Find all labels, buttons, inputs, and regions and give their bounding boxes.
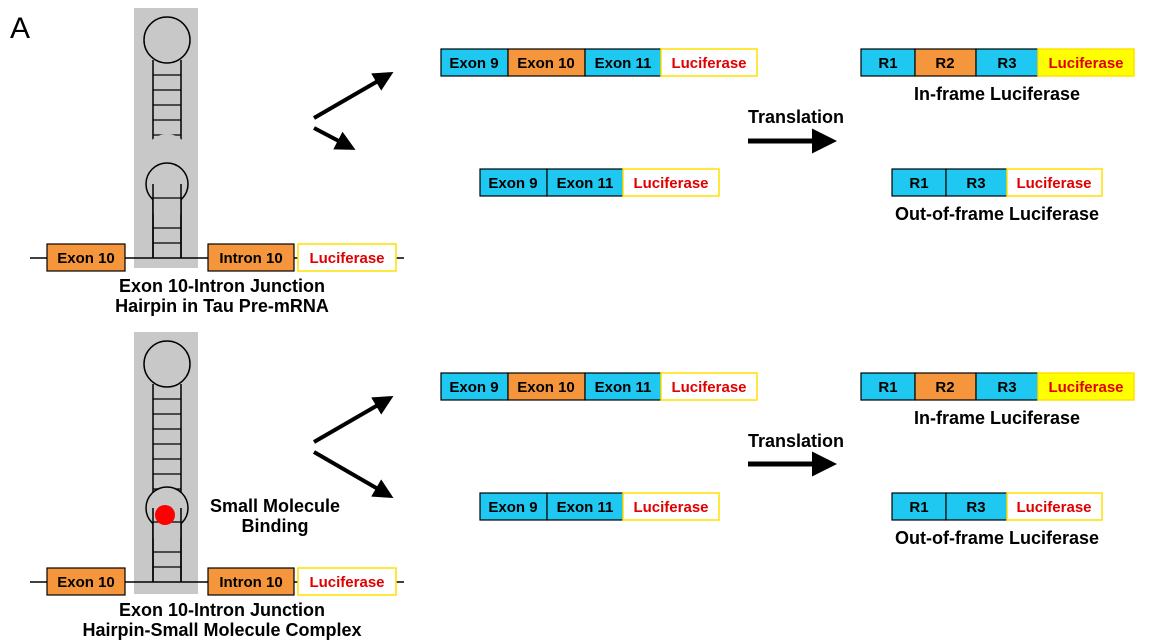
mrna-full-top: Exon 9 Exon 10 Exon 11 Luciferase (440, 48, 758, 77)
small-molecule (155, 505, 175, 525)
exon9-label: Exon 9 (488, 175, 537, 192)
r1-label: R1 (878, 55, 897, 72)
r1-label: R1 (909, 175, 928, 192)
luciferase-label: Luciferase (1048, 55, 1123, 72)
hairpin-caption-2: Hairpin-Small Molecule Complex (82, 620, 361, 640)
r3-label: R3 (997, 55, 1016, 72)
exon9-label: Exon 9 (449, 55, 498, 72)
r3-label: R3 (966, 499, 985, 516)
intron10-box (207, 243, 295, 272)
out-of-frame-caption: Out-of-frame Luciferase (895, 528, 1099, 548)
in-frame-caption: In-frame Luciferase (914, 408, 1080, 428)
out-of-frame-caption: Out-of-frame Luciferase (895, 204, 1099, 224)
hairpin-loop (143, 340, 191, 388)
protein-full-bottom: R1 R2 R3 Luciferase (860, 372, 1135, 401)
arrow-up (312, 71, 394, 120)
exon10-box (46, 243, 126, 272)
hairpin-caption-2: Hairpin in Tau Pre-mRNA (115, 296, 329, 316)
protein-skip-top: R1 R3 Luciferase (891, 168, 1103, 197)
exon11-label: Exon 11 (595, 379, 652, 396)
mrna-full-bottom: Exon 9 Exon 10 Exon 11 Luciferase (440, 372, 758, 401)
luciferase-label: Luciferase (309, 250, 384, 267)
r3-label: R3 (966, 175, 985, 192)
luciferase-label: Luciferase (671, 379, 746, 396)
exon10-label: Exon 10 (57, 574, 115, 591)
hairpin-bottom: Exon 10 Intron 10 Luciferase Exon 10-Int… (30, 332, 404, 640)
binding-label-1: Small Molecule (210, 496, 340, 516)
luciferase-label: Luciferase (1048, 379, 1123, 396)
arrow-up (312, 395, 394, 444)
luciferase-label: Luciferase (1016, 175, 1091, 192)
binding-label-2: Binding (242, 516, 309, 536)
exon10-label: Exon 10 (517, 55, 575, 72)
translation-label: Translation (748, 431, 844, 451)
protein-full-top: R1 R2 R3 Luciferase (860, 48, 1135, 77)
exon11-label: Exon 11 (557, 499, 614, 516)
luciferase-label: Luciferase (633, 175, 708, 192)
exon9-label: Exon 9 (488, 499, 537, 516)
luciferase-box (297, 243, 397, 272)
hairpin-caption-1: Exon 10-Intron Junction (119, 600, 325, 620)
intron10-box (207, 567, 295, 596)
mrna-skip-bottom: Exon 9 Exon 11 Luciferase (479, 492, 720, 521)
intron10-label: Intron 10 (219, 250, 282, 267)
hairpin-loop (143, 16, 191, 64)
in-frame-caption: In-frame Luciferase (914, 84, 1080, 104)
exon10-label: Exon 10 (517, 379, 575, 396)
panel-label: A (10, 12, 30, 45)
translation-label: Translation (748, 107, 844, 127)
mrna-skip-top: Exon 9 Exon 11 Luciferase (479, 168, 720, 197)
protein-skip-bottom: R1 R3 Luciferase (891, 492, 1103, 521)
r2-label: R2 (935, 55, 954, 72)
exon10-label: Exon 10 (57, 250, 115, 267)
luciferase-label: Luciferase (1016, 499, 1091, 516)
arrow-down (312, 450, 394, 499)
exon11-label: Exon 11 (595, 55, 652, 72)
r2-label: R2 (935, 379, 954, 396)
r3-label: R3 (997, 379, 1016, 396)
luciferase-box (297, 567, 397, 596)
hairpin-top: Exon 10 Intron 10 Luciferase Exon 10-Int… (30, 8, 404, 316)
hairpin-caption-1: Exon 10-Intron Junction (119, 276, 325, 296)
luciferase-label: Luciferase (633, 499, 708, 516)
arrow-down (313, 126, 356, 150)
r1-label: R1 (909, 499, 928, 516)
exon9-label: Exon 9 (449, 379, 498, 396)
luciferase-label: Luciferase (671, 55, 746, 72)
r1-label: R1 (878, 379, 897, 396)
luciferase-label: Luciferase (309, 574, 384, 591)
exon11-label: Exon 11 (557, 175, 614, 192)
exon10-box (46, 567, 126, 596)
intron10-label: Intron 10 (219, 574, 282, 591)
